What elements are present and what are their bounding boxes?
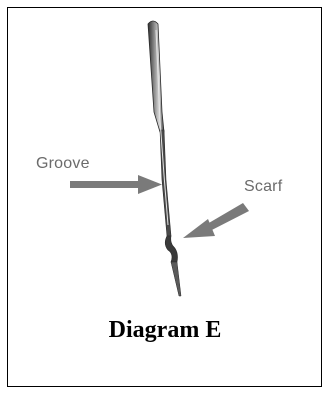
scarf-arrow-icon (183, 203, 249, 238)
scarf-label: Scarf (244, 178, 282, 196)
groove-arrow-icon (70, 175, 162, 194)
groove-label: Groove (36, 155, 90, 173)
diagram-caption: Diagram E (0, 317, 330, 344)
needle-icon (148, 21, 181, 296)
